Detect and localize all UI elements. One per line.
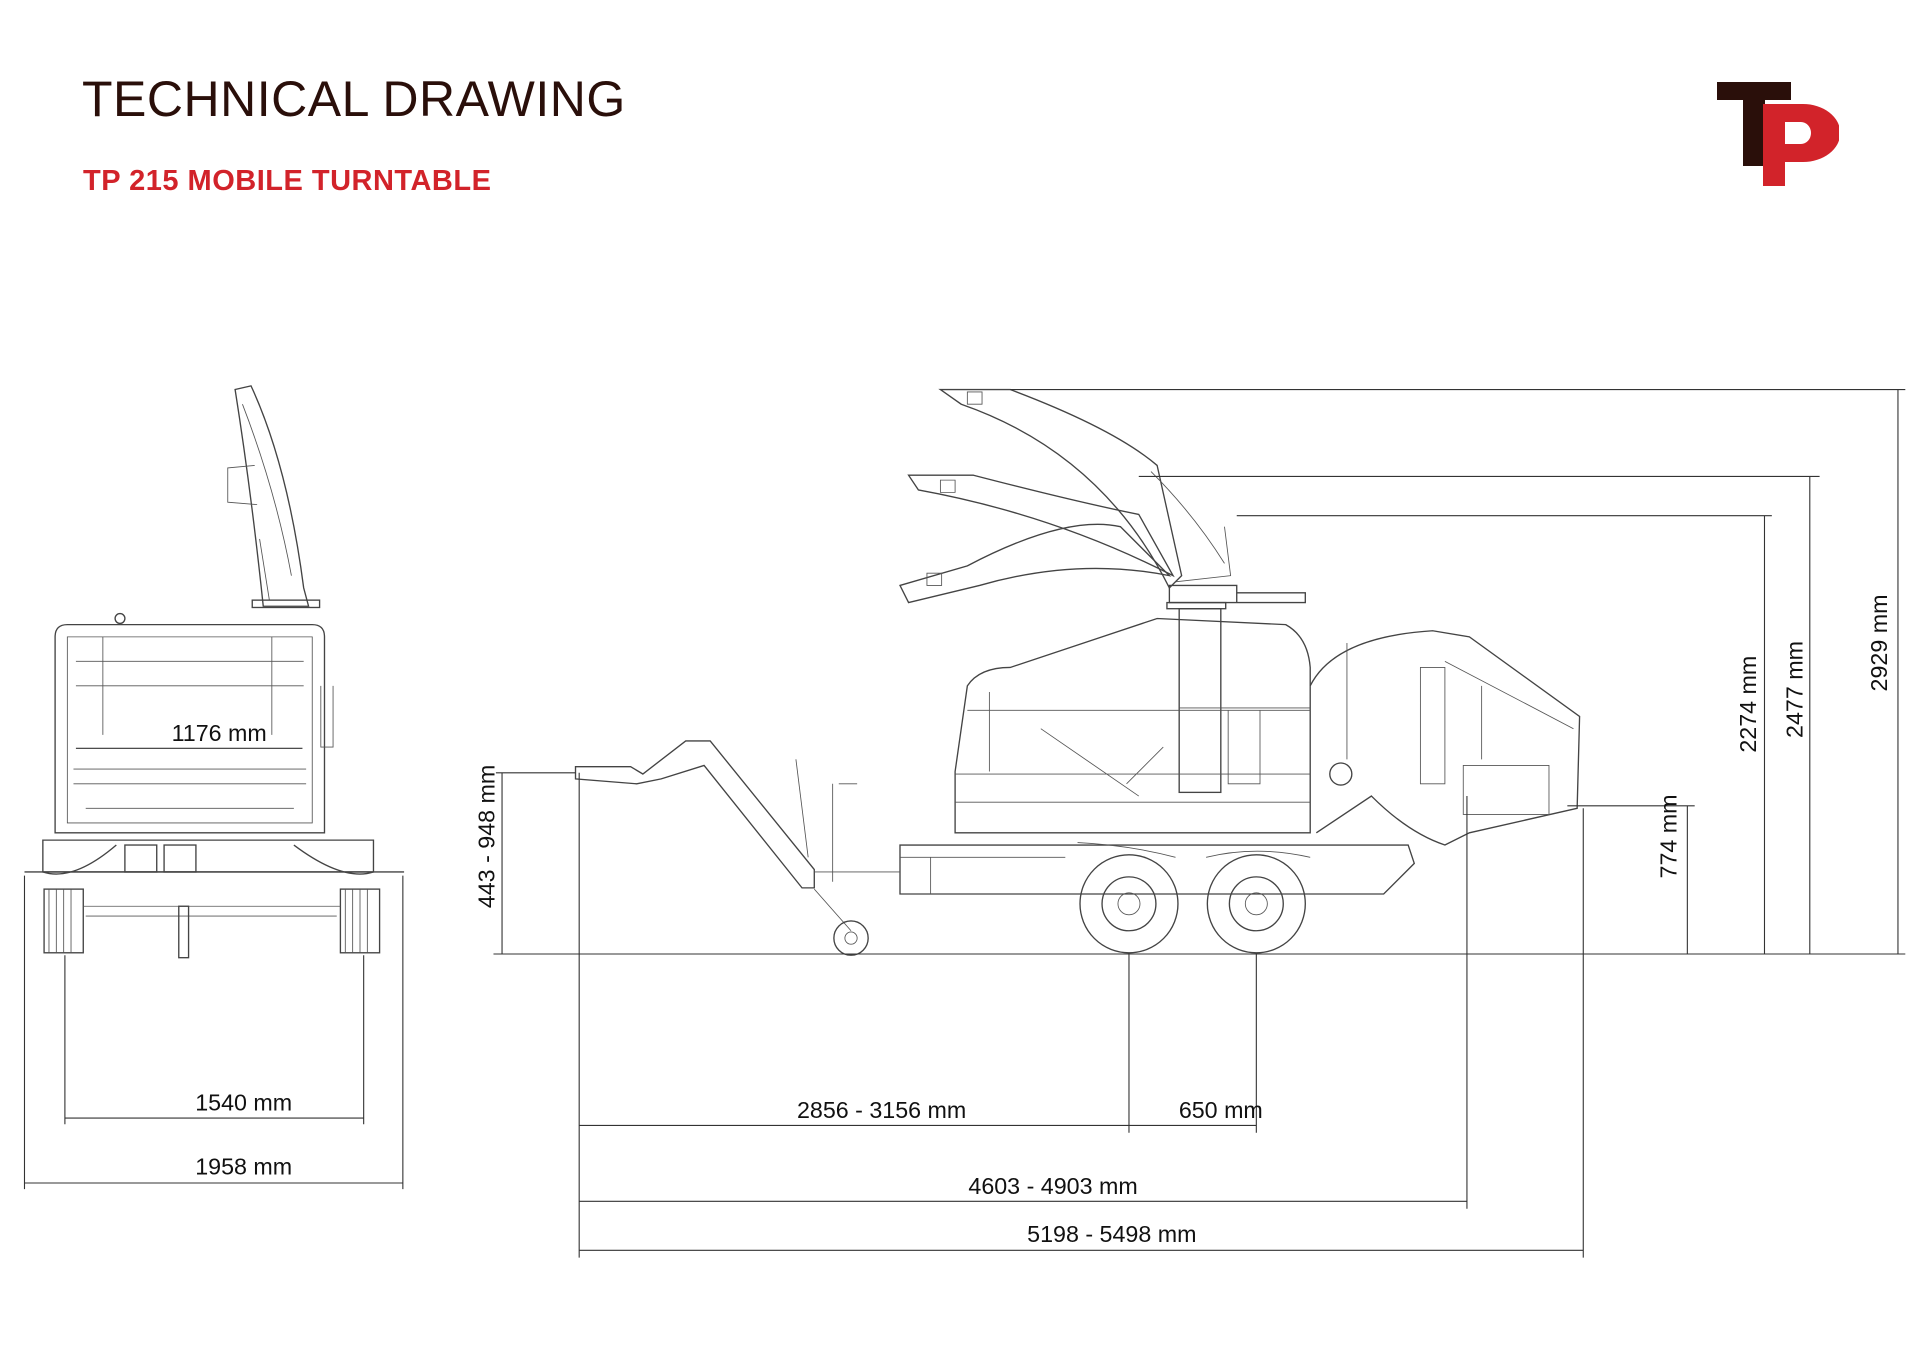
page-subtitle: TP 215 MOBILE TURNTABLE — [83, 165, 492, 197]
dimension-lines — [23, 388, 1906, 1258]
dim-height-mid: 2477 mm — [1781, 641, 1807, 738]
dim-height-max: 2929 mm — [1866, 595, 1892, 692]
tp-logo — [1717, 82, 1839, 186]
dim-front-track: 1540 mm — [195, 1090, 292, 1116]
dim-infeed-height: 774 mm — [1655, 794, 1681, 878]
page-title: TECHNICAL DRAWING — [82, 71, 626, 127]
dim-length-overall: 5198 - 5498 mm — [1027, 1221, 1196, 1247]
dim-hitch-to-axle: 2856 - 3156 mm — [797, 1097, 966, 1123]
dim-axle-spacing: 650 mm — [1179, 1097, 1263, 1123]
dim-length-body: 4603 - 4903 mm — [968, 1173, 1137, 1199]
dim-height-low: 2274 mm — [1735, 656, 1761, 753]
dim-front-inner-width: 1176 mm — [172, 720, 267, 746]
side-view — [574, 388, 1581, 956]
front-view — [24, 385, 405, 959]
dim-hitch-height: 443 - 948 mm — [474, 765, 500, 908]
dim-front-overall: 1958 mm — [195, 1153, 292, 1179]
